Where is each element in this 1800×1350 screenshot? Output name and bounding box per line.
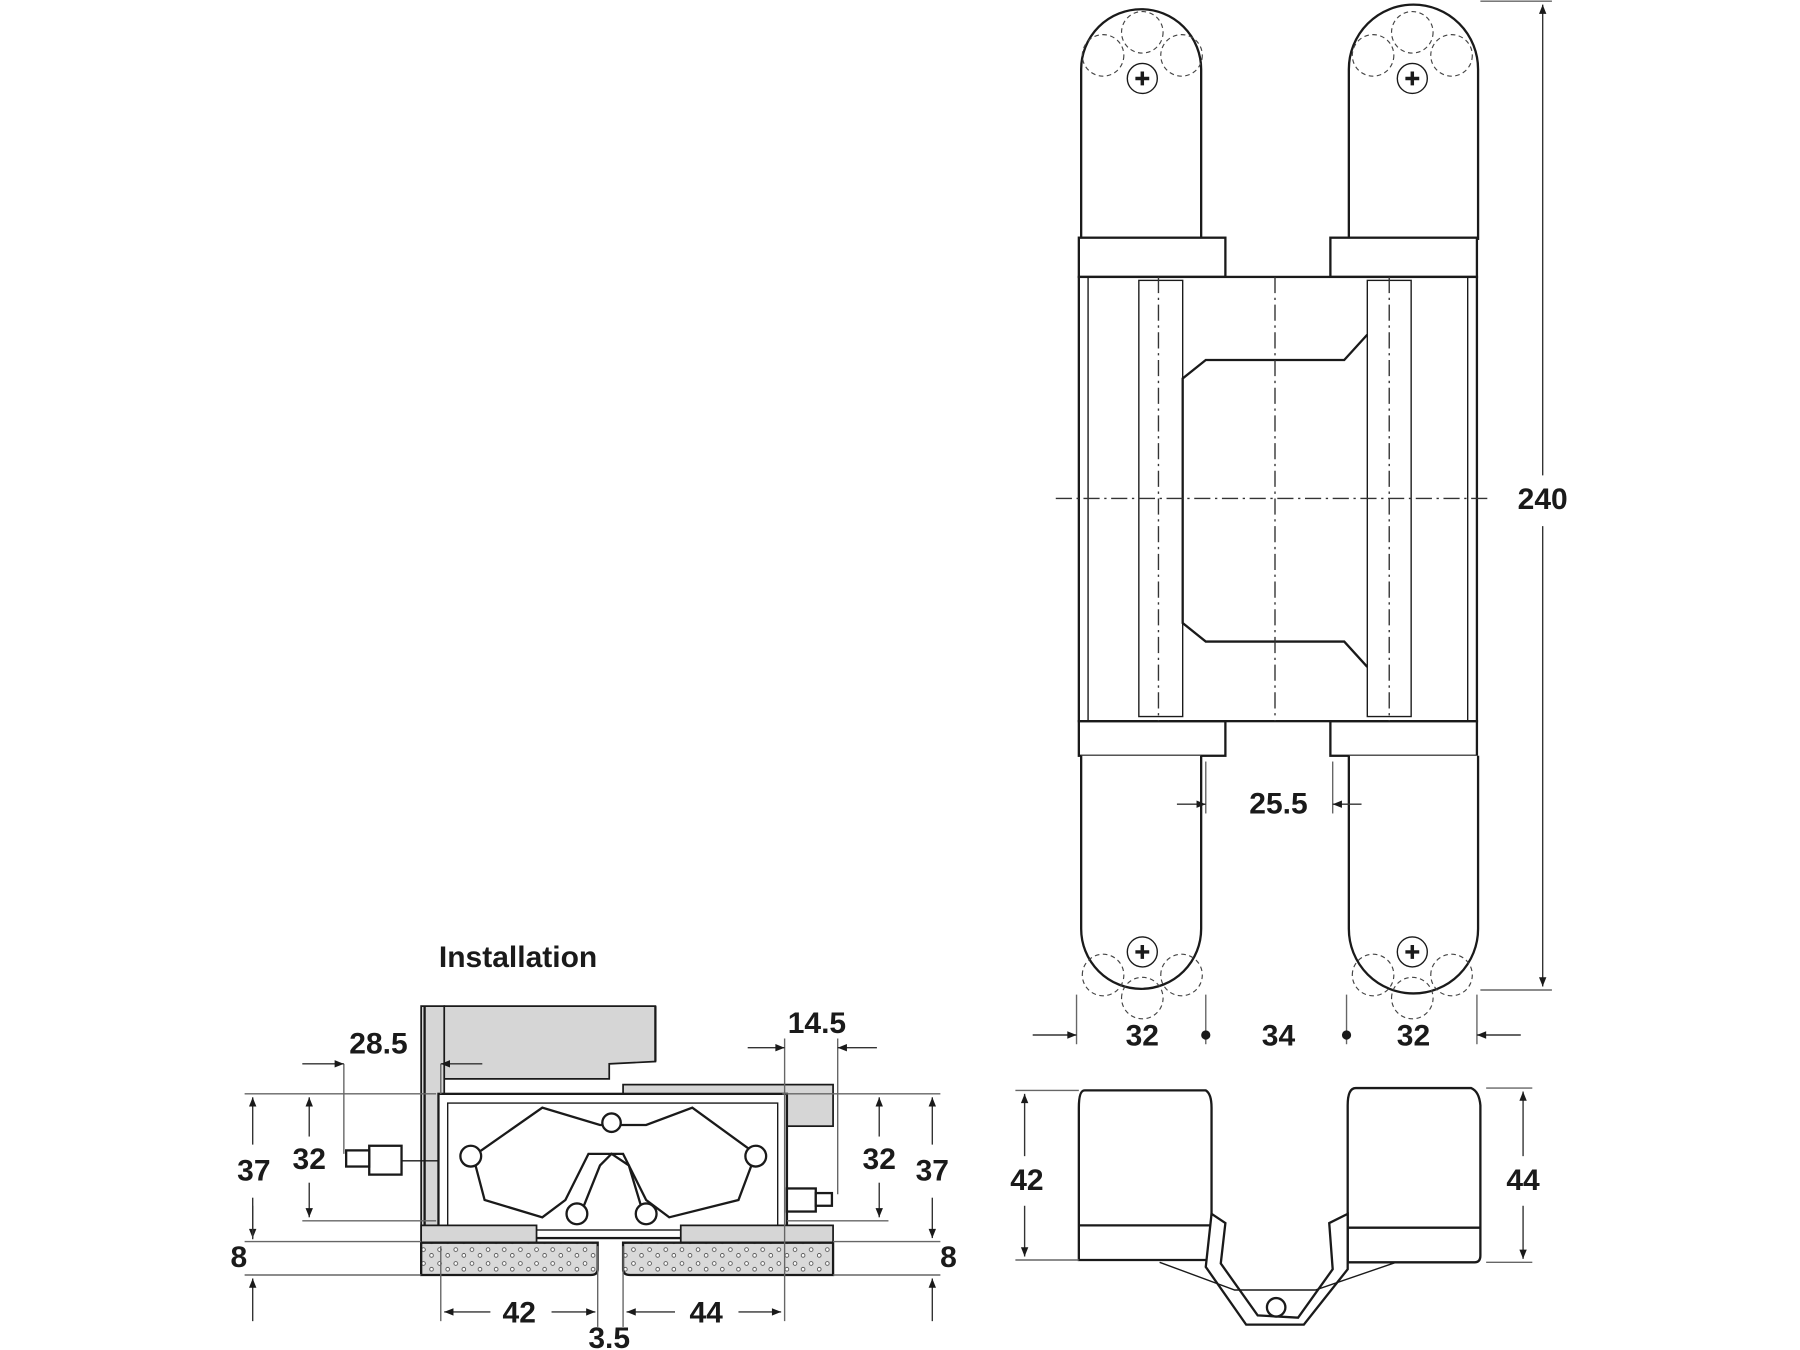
bottom-left-band — [1077, 719, 1227, 757]
right-board — [621, 1241, 835, 1277]
installation-title: Installation — [439, 941, 597, 974]
top-right-leaf — [1347, 3, 1480, 240]
side-left-block — [1077, 1089, 1213, 1262]
top-left-band — [1077, 236, 1227, 279]
dim-right-width: 44 — [689, 1297, 723, 1330]
dim-left-bottom: 8 — [231, 1241, 248, 1274]
dim-right-bottom: 8 — [940, 1241, 957, 1274]
bottom-right-leaf — [1347, 755, 1480, 995]
top-left-leaf — [1080, 8, 1203, 240]
door-frame — [428, 1005, 657, 1080]
dim-right-outer-height: 37 — [916, 1155, 949, 1188]
bottom-left-leaf — [1080, 755, 1203, 990]
dim-left-outer-height: 37 — [237, 1155, 270, 1188]
dim-right-offset: 14.5 — [788, 1007, 846, 1040]
dim-side-right: 44 — [1506, 1164, 1540, 1197]
side-view: 42 44 — [1010, 1086, 1540, 1326]
left-board — [419, 1241, 599, 1277]
dim-left-inner-height: 32 — [293, 1143, 326, 1176]
installation-view: Installation — [231, 941, 957, 1350]
dim-side-left: 42 — [1010, 1164, 1043, 1197]
hinge-arm — [1181, 333, 1369, 668]
dim-height: 240 — [1518, 483, 1568, 516]
dim-width-right: 32 — [1397, 1020, 1430, 1053]
dim-width-left: 32 — [1126, 1020, 1159, 1053]
dim-right-inner-height: 32 — [863, 1143, 896, 1176]
dim-gap: 3.5 — [588, 1322, 630, 1350]
side-linkage — [1204, 1211, 1349, 1326]
side-right-block — [1346, 1086, 1482, 1264]
top-right-band — [1329, 236, 1479, 279]
dim-left-width: 42 — [503, 1297, 536, 1330]
dim-body-gap: 25.5 — [1249, 788, 1307, 821]
bottom-right-band — [1329, 719, 1479, 757]
dim-left-offset: 28.5 — [349, 1028, 407, 1061]
front-view: 240 25.5 32 34 32 — [1032, 0, 1568, 1053]
dim-width-center: 34 — [1262, 1020, 1296, 1053]
